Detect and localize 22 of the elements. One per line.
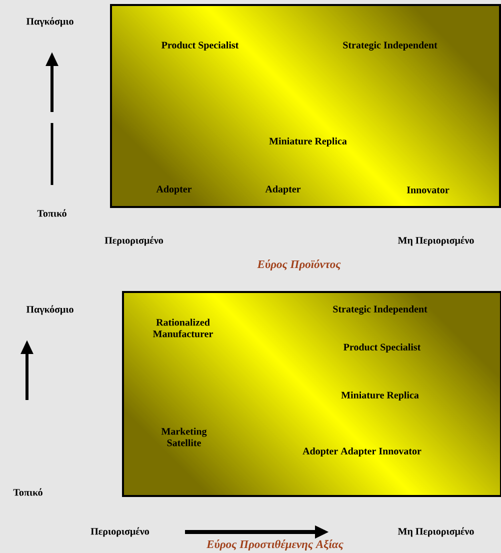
axis-label: Μη Περιορισμένο xyxy=(398,527,474,537)
role-label: Innovator xyxy=(406,186,450,194)
axis-label: Μη Περιορισμένο xyxy=(398,236,474,246)
role-label: Product Specialist xyxy=(162,41,239,51)
role-label: Miniature Replica xyxy=(269,137,347,147)
role-label: Adopter xyxy=(156,185,192,195)
axis-title: Εύρος Προϊόντος xyxy=(257,260,341,270)
role-label: Rationalized Manufacturer xyxy=(153,318,213,338)
axis-title: Εύρος Προστιθέμενης Αξίας xyxy=(206,540,344,550)
role-label: Strategic Independent xyxy=(343,41,438,51)
axis-label: Τοπικό xyxy=(37,209,66,217)
role-label: Product Specialist xyxy=(344,343,421,353)
role-label: Marketing Satellite xyxy=(161,428,207,446)
axis-label: Περιορισμένο xyxy=(90,527,150,537)
role-label: Strategic Independent xyxy=(333,305,428,315)
role-label: Miniature Replica xyxy=(341,391,419,401)
axis-label: Παγκόσμιο xyxy=(26,17,74,27)
axis-label: Παγκόσμιο xyxy=(26,305,74,315)
axis-label: Περιορισμένο xyxy=(104,236,164,246)
axis-label: Τοπικό xyxy=(13,488,42,496)
role-label: Adapter xyxy=(265,185,301,195)
role-label: Adopter Adapter Innovator xyxy=(302,447,422,457)
